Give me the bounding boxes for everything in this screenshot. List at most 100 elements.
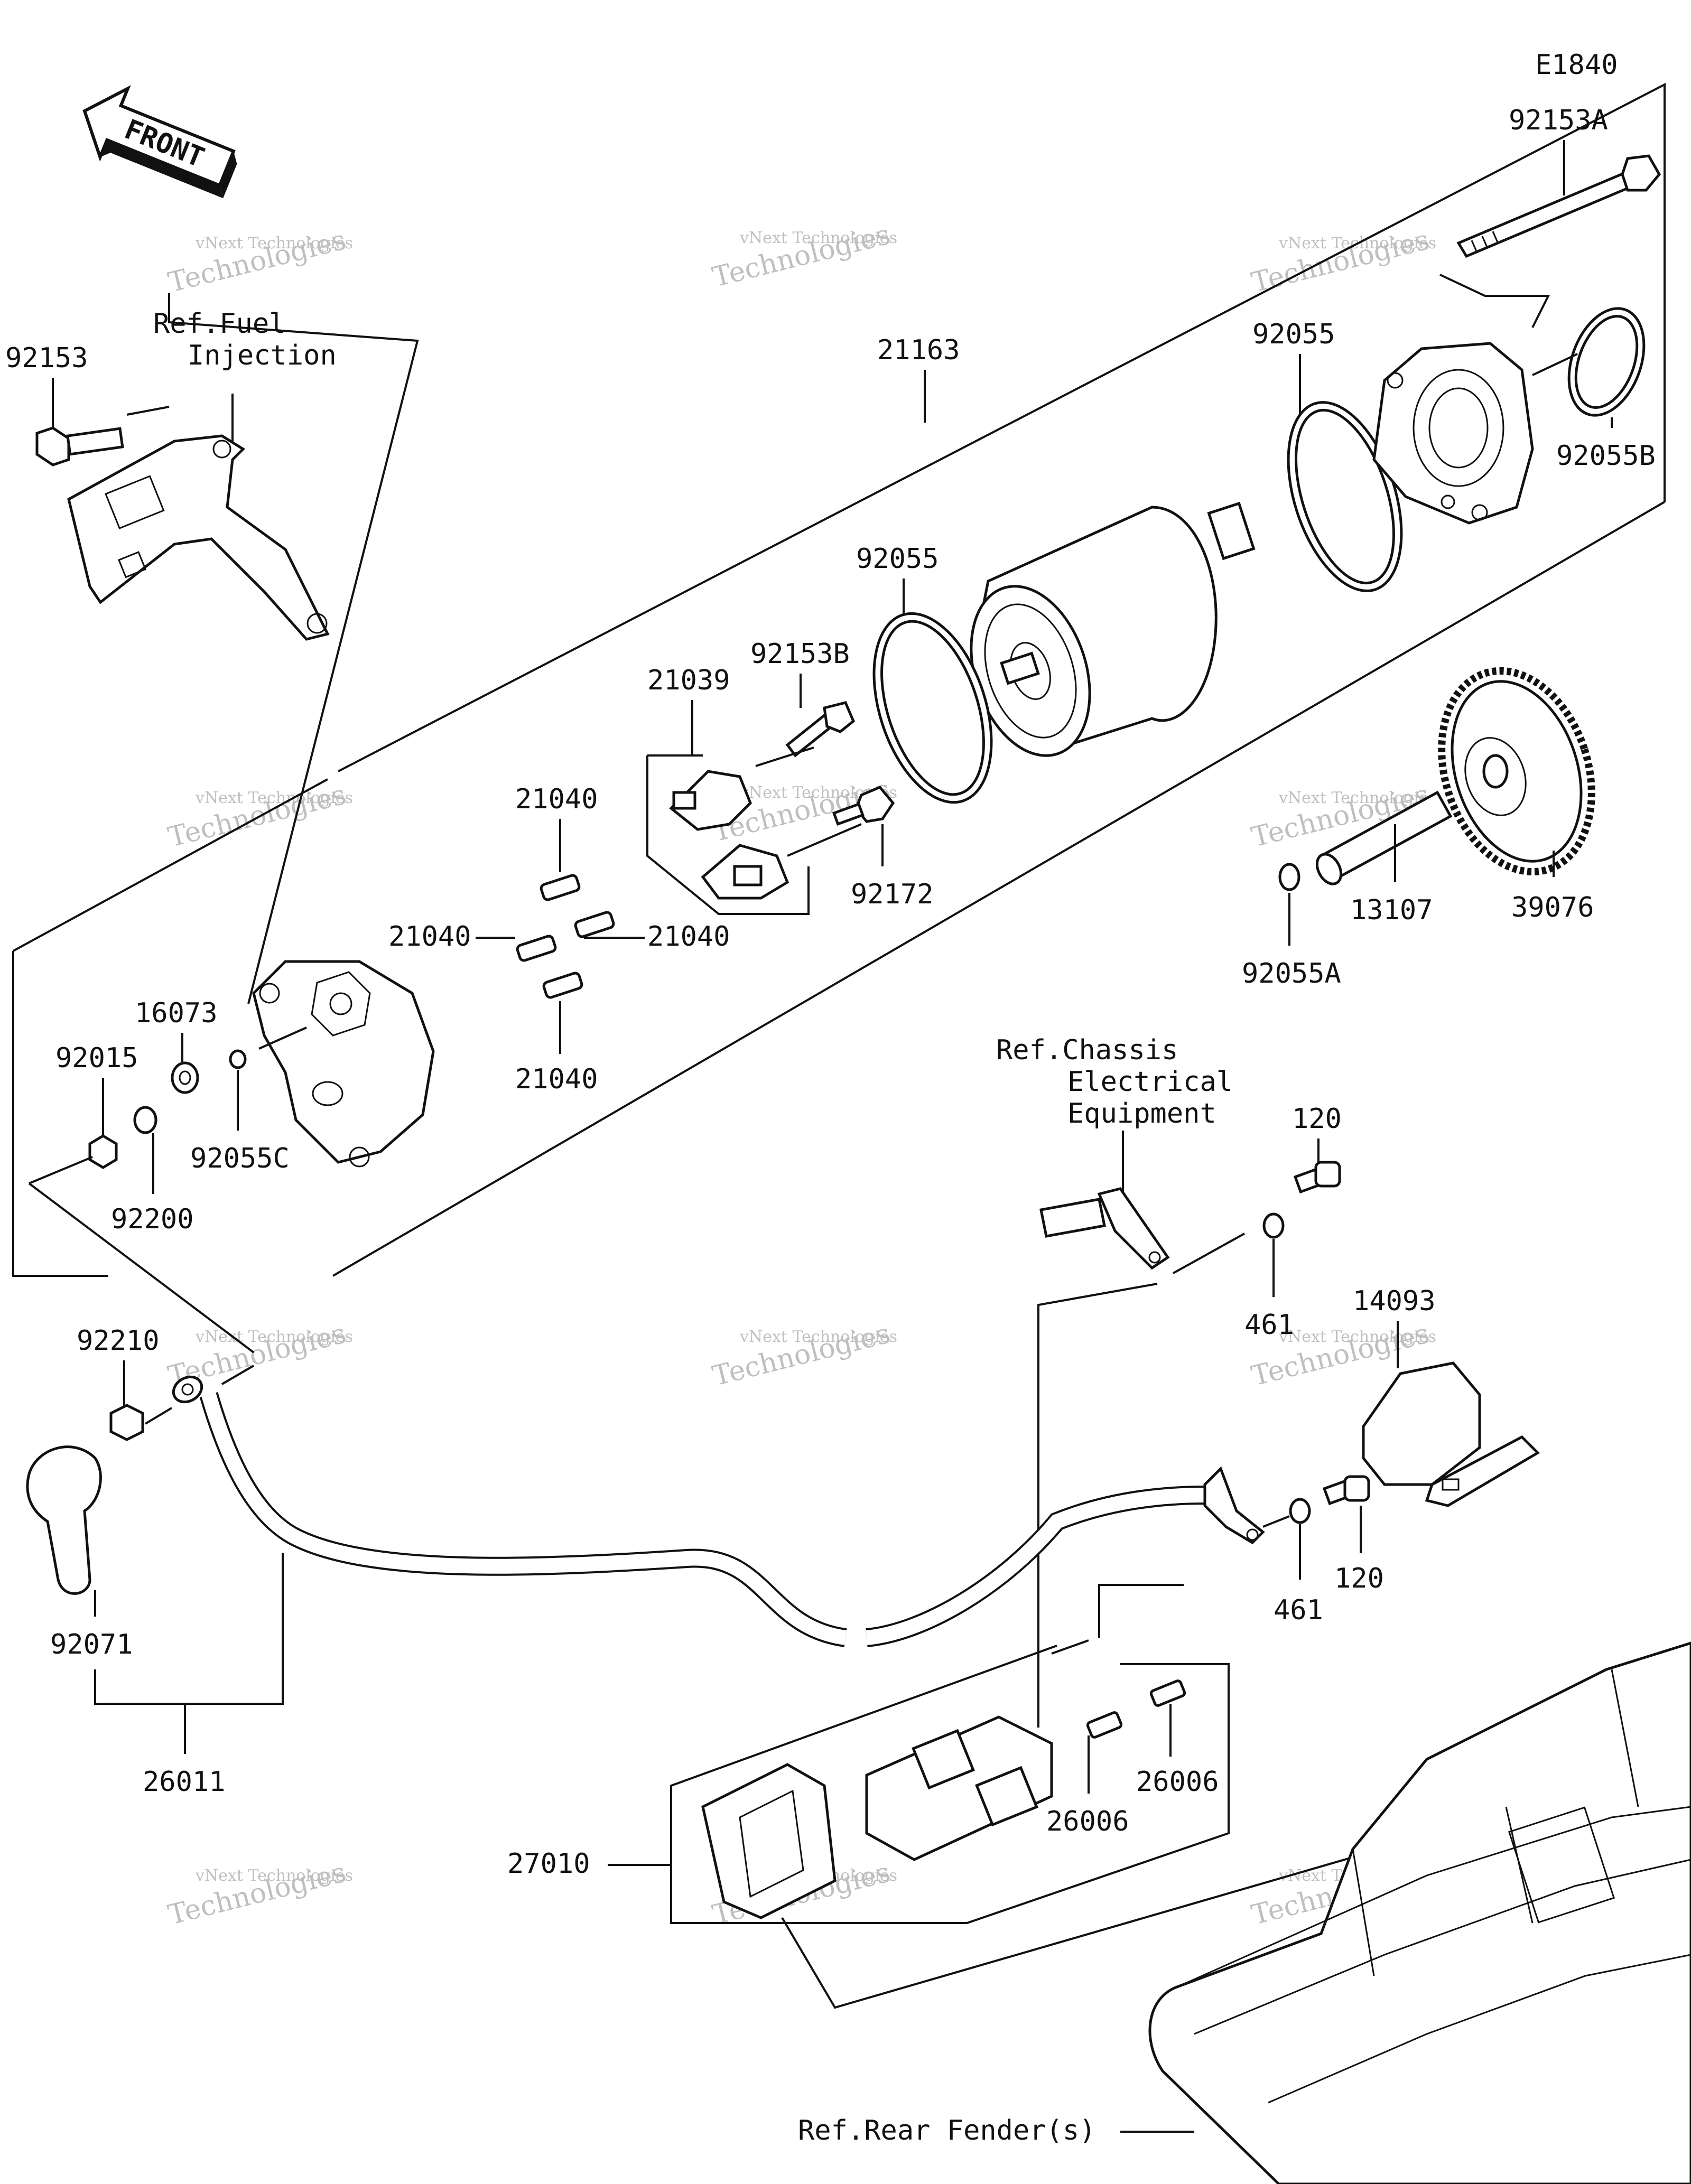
- screw-92172: [832, 785, 895, 826]
- spring-21040-left: [516, 935, 557, 962]
- ref-chassis-line2: Electrical: [1067, 1066, 1233, 1098]
- nut-92015: [88, 1134, 118, 1169]
- watermark-line1: vNext Technologies: [195, 1866, 353, 1885]
- part-461-bottom-label: 461: [1274, 1594, 1323, 1626]
- leader-92055C-a: [258, 1026, 307, 1050]
- fuse-26006-right: [1149, 1679, 1186, 1707]
- bolt-92153: [35, 426, 124, 466]
- part-21039-label: 21039: [647, 665, 730, 696]
- fuel-ref-outline: [168, 293, 419, 1004]
- part-92200-label: 92200: [111, 1203, 194, 1235]
- leader-cable-461: [1262, 1515, 1290, 1528]
- part-92055-top-label: 92055: [1252, 319, 1335, 350]
- watermark-line1: vNext Technologies: [1278, 789, 1436, 807]
- washer-461-bottom: [1289, 1498, 1311, 1524]
- part-92210-label: 92210: [77, 1325, 160, 1357]
- leader-92153B-b: [755, 746, 814, 767]
- leader-92015-b: [29, 1156, 93, 1184]
- leader-to-cable: [28, 1182, 255, 1354]
- ref-chassis-line1: Ref.Chassis: [996, 1034, 1178, 1066]
- spring-21040-top: [540, 874, 581, 901]
- part-120-bottom-label: 120: [1334, 1563, 1384, 1594]
- watermark-line1: vNext Technologies: [1278, 1328, 1436, 1346]
- leader-92172-a: [787, 823, 862, 857]
- part-21040-left-label: 21040: [388, 921, 471, 953]
- part-21040-right-label: 21040: [647, 921, 730, 953]
- spring-21040-bottom: [542, 972, 583, 999]
- o-ring-92055-mid-inner: [880, 620, 985, 796]
- part-92055B-label: 92055B: [1556, 440, 1656, 472]
- front-arrow-icon: FRONT: [82, 85, 237, 199]
- part-92153-label: 92153: [5, 342, 88, 374]
- chassis-cable-terminal: [1039, 1187, 1170, 1270]
- part-92015-label: 92015: [55, 1042, 138, 1074]
- fuse-26006-left: [1086, 1711, 1123, 1739]
- part-461-top-label: 461: [1244, 1309, 1294, 1341]
- terminal-cover-14093: [1362, 1361, 1540, 1507]
- part-21040-top-label: 21040: [515, 783, 598, 815]
- leader-92153-b: [126, 406, 170, 416]
- ref-rear-fender: Ref.Rear Fender(s): [798, 2115, 1096, 2146]
- starter-assembly-outline: [12, 951, 108, 1277]
- watermark-line1: vNext Technologies: [195, 1328, 353, 1346]
- ref-fuel-line2: Injection: [188, 340, 337, 371]
- leader-chassis-461: [1173, 1233, 1245, 1274]
- leader-chassis-to-relay: [1037, 1283, 1158, 1728]
- shaft-13107: [1315, 790, 1453, 885]
- leader-relay-to-fender: [781, 1816, 1491, 2009]
- part-92071-label: 92071: [50, 1629, 133, 1660]
- starter-motor-body: [970, 501, 1256, 757]
- part-92153B-label: 92153B: [750, 638, 850, 670]
- leader-cable-nut: [221, 1365, 255, 1385]
- washer-92055A: [1278, 863, 1300, 891]
- fuel-bracket: [67, 434, 330, 641]
- washer-461-top: [1262, 1212, 1285, 1239]
- leader-92210-b: [144, 1407, 173, 1425]
- rear-fender: [1148, 1641, 1691, 2184]
- o-ring-92055-top-inner: [1295, 408, 1395, 585]
- brush-holder-21039: [669, 770, 789, 900]
- part-21163-label: 21163: [877, 334, 960, 366]
- bracket-26011: [94, 1553, 284, 1705]
- diagram-code: E1840: [1535, 49, 1618, 81]
- relay-group-outline-gap: [1051, 1639, 1089, 1655]
- starter-assembly-outline-upper: [338, 82, 1666, 772]
- bolt-92153B: [785, 701, 856, 758]
- nut-92210: [109, 1404, 144, 1441]
- gear-39076: [1438, 667, 1595, 876]
- part-92055A-label: 92055A: [1242, 958, 1341, 990]
- leader-relay-cable: [1098, 1584, 1184, 1638]
- part-92055C-label: 92055C: [190, 1143, 290, 1174]
- bracket-21039: [646, 755, 810, 915]
- part-27010-label: 27010: [507, 1848, 590, 1880]
- part-120-top-label: 120: [1292, 1103, 1342, 1135]
- part-39076-label: 39076: [1511, 892, 1594, 923]
- screw-120-top: [1293, 1161, 1341, 1194]
- leader-92153A-b: [1439, 274, 1550, 328]
- screw-120-bottom: [1322, 1475, 1370, 1506]
- ref-chassis-line3: Equipment: [1067, 1098, 1216, 1130]
- watermark-line1: vNext Technologies: [195, 234, 353, 253]
- rear-cover: [252, 960, 435, 1168]
- relay-cover: [701, 1763, 837, 1919]
- watermark-line1: vNext Technologies: [739, 1328, 897, 1346]
- part-16073-label: 16073: [135, 997, 218, 1029]
- starter-relay-27010: [865, 1715, 1053, 1861]
- washer-16073: [171, 1061, 199, 1094]
- part-26006-left-label: 26006: [1046, 1806, 1129, 1837]
- part-26011-label: 26011: [143, 1766, 226, 1798]
- starter-assembly-outline-bottom: [332, 501, 1666, 1277]
- watermark-line1: vNext Technologies: [739, 229, 897, 247]
- part-14093-label: 14093: [1353, 1285, 1436, 1317]
- washer-16073-hole: [179, 1070, 191, 1085]
- leader-92055B-a: [1532, 353, 1578, 376]
- o-ring-92055B-inner: [1574, 315, 1639, 409]
- front-housing: [1372, 342, 1534, 525]
- ref-fuel-line1: Ref.Fuel: [153, 308, 285, 340]
- washer-92200: [133, 1106, 157, 1134]
- washer-92055C: [229, 1049, 247, 1069]
- spring-21040-right: [574, 911, 615, 938]
- starter-assembly-outline-top: [13, 778, 328, 952]
- part-92055-mid-label: 92055: [856, 543, 939, 575]
- long-bolt-92153A: [1456, 154, 1661, 258]
